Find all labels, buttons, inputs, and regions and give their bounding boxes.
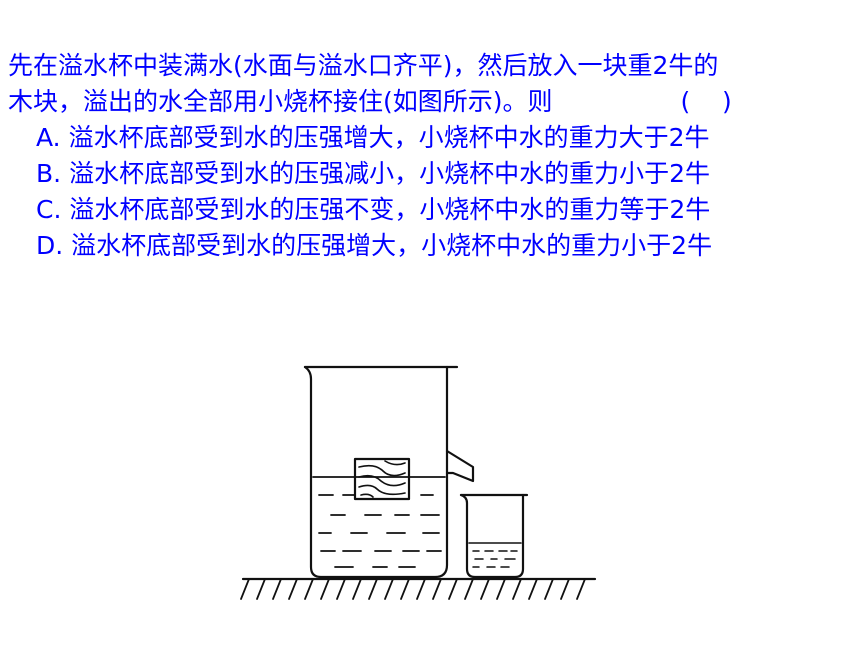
wood-block	[353, 457, 411, 501]
option-label: B.	[36, 159, 62, 188]
wood-grain	[358, 460, 406, 498]
option-text: 溢水杯底部受到水的压强增大，小烧杯中水的重力小于2牛	[71, 231, 713, 260]
option-label: D.	[36, 231, 64, 260]
options-list: A. 溢水杯底部受到水的压强增大，小烧杯中水的重力大于2牛 B. 溢水杯底部受到…	[36, 120, 853, 264]
option-label: C.	[36, 195, 62, 224]
beaker-figure	[235, 355, 605, 619]
option-text: 溢水杯底部受到水的压强增大，小烧杯中水的重力大于2牛	[68, 123, 710, 152]
question-stem-line-1: 先在溢水杯中装满水(水面与溢水口齐平)，然后放入一块重2牛的	[8, 51, 719, 80]
option-d[interactable]: D. 溢水杯底部受到水的压强增大，小烧杯中水的重力小于2牛	[36, 228, 853, 264]
option-text: 溢水杯底部受到水的压强不变，小烧杯中水的重力等于2牛	[69, 195, 711, 224]
ground-hatching	[240, 578, 586, 600]
cup-water-dashes	[318, 494, 442, 568]
question-block: 先在溢水杯中装满水(水面与溢水口齐平)，然后放入一块重2牛的 木块，溢出的水全部…	[8, 48, 853, 264]
answer-blank: ( )	[680, 87, 732, 116]
option-label: A.	[36, 123, 61, 152]
question-stem-line-2: 木块，溢出的水全部用小烧杯接住(如图所示)。则 ( )	[8, 84, 853, 120]
question-stem-text: 木块，溢出的水全部用小烧杯接住(如图所示)。则	[8, 87, 553, 116]
option-c[interactable]: C. 溢水杯底部受到水的压强不变，小烧杯中水的重力等于2牛	[36, 192, 853, 228]
option-text: 溢水杯底部受到水的压强减小，小烧杯中水的重力小于2牛	[69, 159, 710, 188]
overflow-cup-diagram	[240, 365, 597, 600]
overflow-cup-body	[303, 365, 449, 579]
option-b[interactable]: B. 溢水杯底部受到水的压强减小，小烧杯中水的重力小于2牛	[36, 156, 853, 192]
overflow-spout	[445, 449, 475, 483]
small-beaker-body	[459, 493, 525, 579]
option-a[interactable]: A. 溢水杯底部受到水的压强增大，小烧杯中水的重力大于2牛	[36, 120, 853, 156]
beaker-water-dashes	[472, 550, 518, 568]
